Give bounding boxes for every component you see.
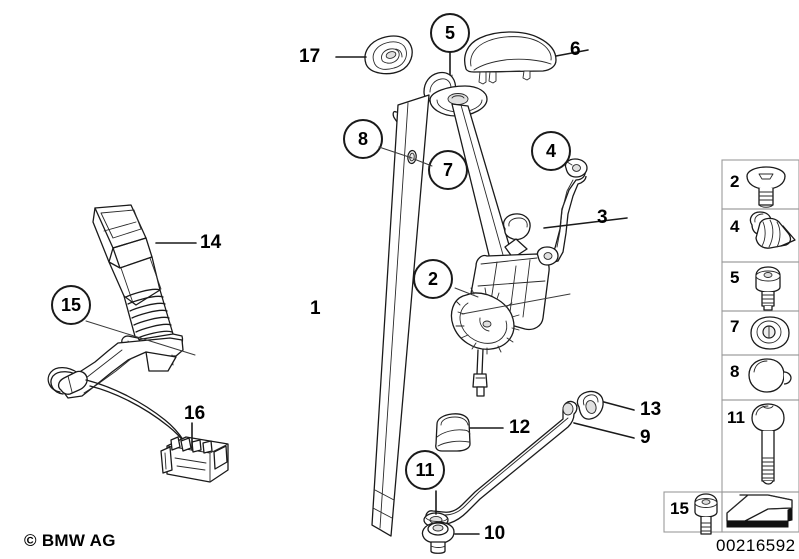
leader-7: [413, 158, 433, 167]
callout-circle-4: [531, 131, 571, 171]
leader-3: [543, 217, 628, 229]
icon-socket-head-bolt: [755, 266, 781, 311]
parts-table: [663, 159, 799, 535]
leader-9: [573, 422, 635, 439]
callout-label-13[interactable]: 13: [640, 399, 662, 420]
callout-label-7[interactable]: 7: [442, 160, 453, 180]
callout-label-4[interactable]: 4: [545, 141, 556, 161]
part-16-electrical-connector: [160, 436, 229, 483]
callout-label-2[interactable]: 2: [427, 269, 438, 289]
callout-circle-7: [428, 150, 468, 190]
callout-label-1[interactable]: 1: [310, 298, 321, 319]
table-number-7: 7: [730, 317, 740, 336]
leader-8: [378, 146, 413, 159]
icon-round-cap-button: [748, 358, 792, 393]
icon-short-socket-bolt: [694, 493, 718, 535]
table-number-5: 5: [730, 268, 740, 287]
callout-label-12[interactable]: 12: [509, 417, 531, 438]
part-1-seat-belt-strap: [371, 94, 430, 537]
table-number-8: 8: [730, 362, 740, 381]
callout-circle-2: [413, 259, 453, 299]
leader-13: [603, 401, 635, 411]
callout-label-6[interactable]: 6: [570, 39, 581, 60]
callout-label-5[interactable]: 5: [444, 23, 455, 43]
callout-circle-11: [405, 450, 445, 490]
callout-circle-5: [430, 13, 470, 53]
part-17-trim-escutcheon: [364, 35, 413, 75]
table-number-11: 11: [727, 408, 745, 427]
callout-circle-8: [343, 119, 383, 159]
leader-6: [555, 49, 589, 57]
callout-label-10[interactable]: 10: [484, 523, 506, 544]
leader-2-ext: [461, 293, 571, 315]
part-3-mounting-bracket: [536, 158, 588, 266]
part-14-belt-buckle: [47, 204, 196, 466]
leader-15: [85, 320, 196, 356]
callout-label-14[interactable]: 14: [200, 232, 222, 253]
part-12-trim-cap: [435, 413, 471, 452]
icon-long-hex-bolt: [751, 403, 785, 485]
part-13-end-cap: [576, 390, 604, 420]
callout-circle-15: [51, 285, 91, 325]
bent-arrow-icon: [726, 494, 793, 528]
icon-oval-grommet: [750, 316, 790, 350]
callout-label-11[interactable]: 11: [415, 460, 435, 480]
table-number-4: 4: [730, 217, 740, 236]
table-number-2: 2: [730, 172, 740, 191]
callout-label-9[interactable]: 9: [640, 427, 651, 448]
copyright-notice: © BMW AG: [24, 531, 116, 550]
callout-label-17[interactable]: 17: [299, 46, 321, 67]
callout-label-8[interactable]: 8: [357, 129, 368, 149]
callout-label-15[interactable]: 15: [60, 295, 82, 315]
leader-2: [454, 287, 479, 298]
diagram-part-number: 00216592: [716, 536, 796, 555]
callout-label-3[interactable]: 3: [597, 207, 608, 228]
belt-upper-anchor: [423, 71, 488, 117]
part-6-anchor-cover-cap: [464, 31, 557, 85]
callout-label-16[interactable]: 16: [184, 403, 206, 424]
icon-flange-head-torx-screw: [746, 166, 786, 208]
part-10-rubber-bush: [421, 521, 455, 554]
icon-self-tapping-screw: [749, 211, 796, 249]
table-number-15: 15: [670, 499, 689, 518]
